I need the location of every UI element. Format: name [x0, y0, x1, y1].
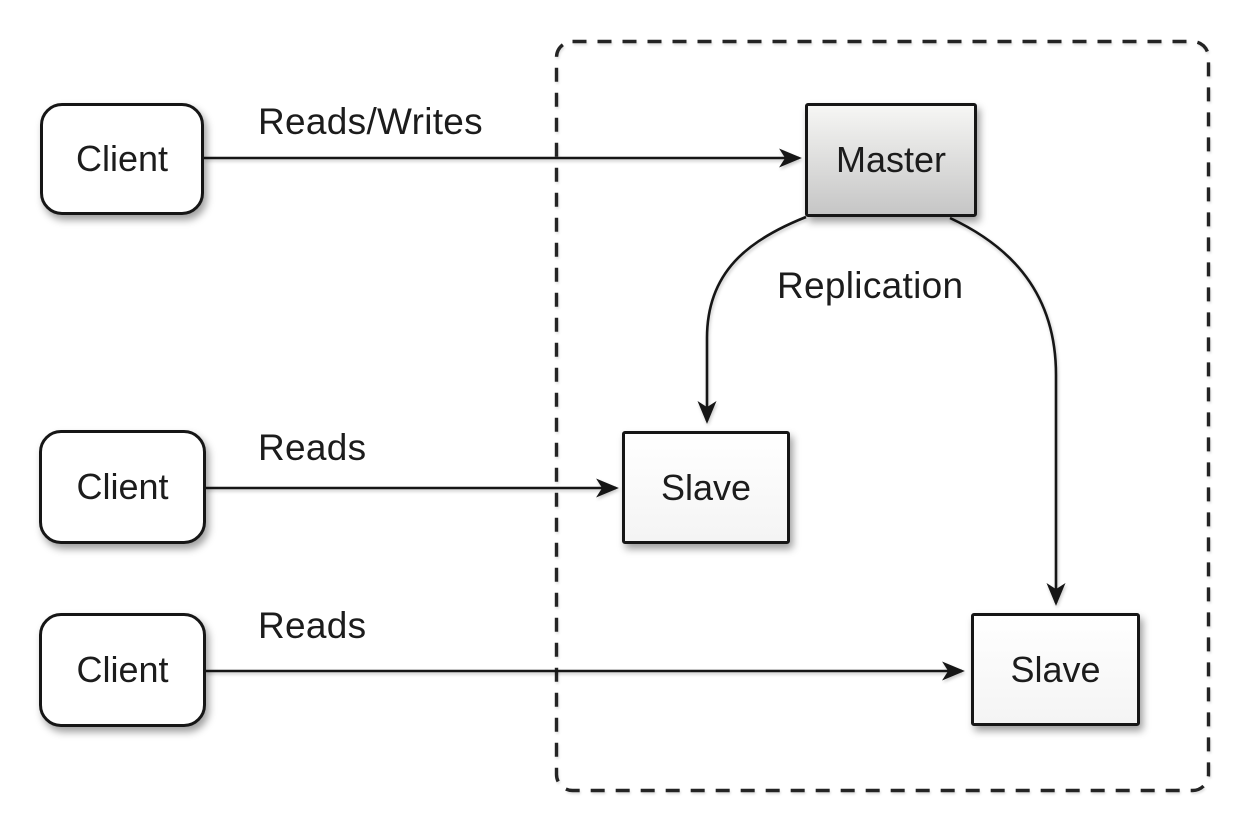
edge-label-reads-writes: Reads/Writes: [258, 101, 483, 142]
edge-label-reads-slave1: Reads: [258, 427, 367, 468]
node-client-2: Client: [39, 430, 206, 544]
node-slave-1-label: Slave: [660, 466, 752, 508]
edge-label-reads-slave2: Reads: [258, 605, 367, 646]
node-master-label: Master: [835, 139, 947, 180]
node-slave-2-label: Slave: [1010, 648, 1101, 690]
node-master: Master: [805, 103, 977, 217]
edge-label-replication: Replication: [777, 265, 964, 306]
node-slave-1: Slave: [622, 431, 790, 544]
node-client-2-label: Client: [76, 466, 169, 507]
node-client-3-label: Client: [76, 649, 169, 690]
edge-master-to-slave2-replication-arrow: [949, 216, 1066, 606]
edge-master-to-slave1-replication-arrow: [697, 215, 807, 424]
node-client-1-label: Client: [75, 138, 169, 179]
replication-group-boundary: [554, 39, 1211, 793]
node-client-1: Client: [40, 103, 204, 215]
node-client-3: Client: [39, 613, 206, 727]
node-slave-2: Slave: [971, 613, 1140, 726]
